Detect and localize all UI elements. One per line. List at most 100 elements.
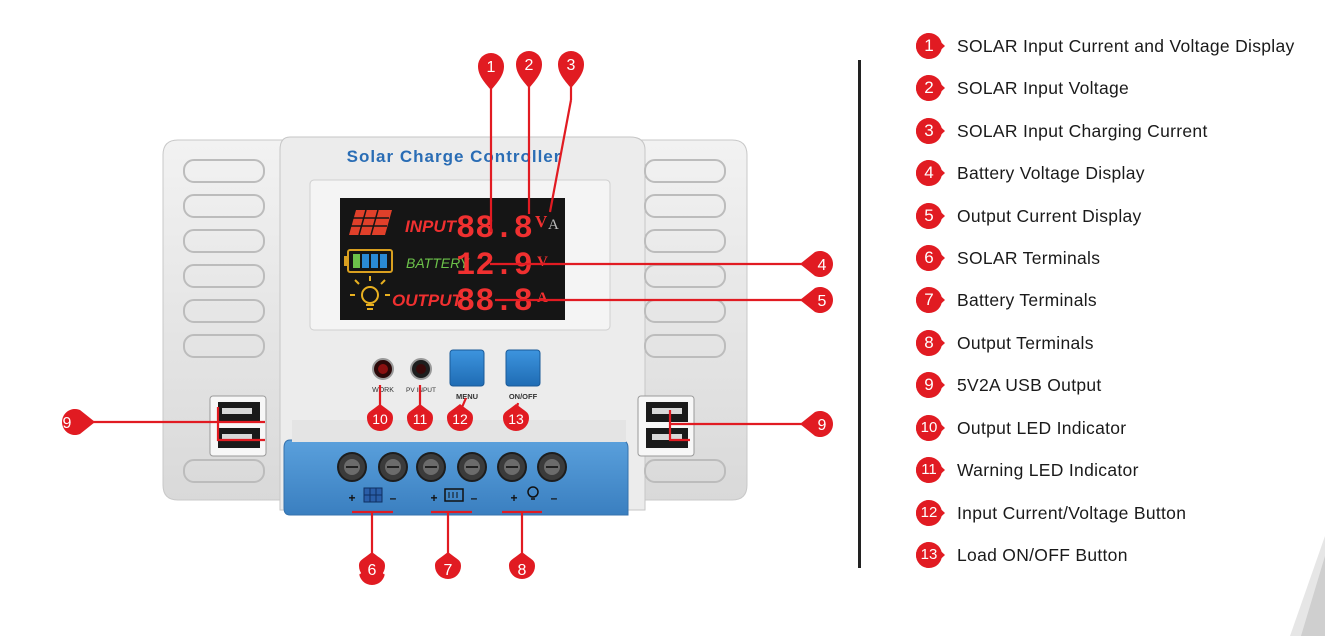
callout-badge-icon: 12 xyxy=(915,499,955,527)
legend-item: 13 Load ON/OFF Button xyxy=(915,541,1128,569)
legend-number: 10 xyxy=(920,419,938,436)
lcd-input-unit-v: V xyxy=(535,212,548,231)
legend-label: Battery Terminals xyxy=(957,289,1097,310)
solar-minus-sign: – xyxy=(390,491,397,505)
legend-number: 4 xyxy=(924,163,934,182)
callout-badge-icon: 4 xyxy=(915,159,955,187)
solar-panel-small-icon xyxy=(363,487,383,503)
callout-badge-icon: 10 xyxy=(915,414,955,442)
battery-icon xyxy=(344,249,393,273)
legend-item: 4 Battery Voltage Display xyxy=(915,159,1145,187)
legend-number: 13 xyxy=(920,546,938,563)
usb-port-right xyxy=(637,395,695,457)
solar-plus-sign: + xyxy=(348,491,355,505)
onoff-button[interactable] xyxy=(505,349,541,387)
lcd-battery-unit: V xyxy=(537,254,548,270)
legend-label: Warning LED Indicator xyxy=(957,459,1139,480)
lcd-input-unit-a: A xyxy=(548,217,559,233)
onoff-button-label: ON/OFF xyxy=(509,392,538,401)
callout-12: 12 xyxy=(452,411,468,427)
battery-terminal-plus xyxy=(416,452,446,482)
legend-label: SOLAR Input Current and Voltage Display xyxy=(957,35,1295,56)
callout-badge-icon: 9 xyxy=(915,371,955,399)
lcd-battery-label: BATTERY xyxy=(406,255,471,271)
legend-label: Output Current Display xyxy=(957,205,1142,226)
legend-number: 5 xyxy=(924,206,934,225)
legend-number: 7 xyxy=(924,290,934,309)
callout-6: 6 xyxy=(368,562,377,579)
device-title: Solar Charge Controller xyxy=(347,147,562,166)
callout-3: 3 xyxy=(567,57,576,74)
legend-number: 3 xyxy=(924,121,934,140)
left-fins xyxy=(183,159,265,483)
battery-minus-sign: – xyxy=(471,491,478,505)
legend-label: Load ON/OFF Button xyxy=(957,544,1128,565)
legend-item: 12 Input Current/Voltage Button xyxy=(915,499,1186,527)
legend-label: SOLAR Input Charging Current xyxy=(957,120,1208,141)
solar-terminal-plus xyxy=(337,452,367,482)
callout-11: 11 xyxy=(413,411,428,427)
legend-item: 11 Warning LED Indicator xyxy=(915,456,1139,484)
menu-button[interactable] xyxy=(449,349,485,387)
work-led xyxy=(372,358,394,380)
output-terminal-plus xyxy=(497,452,527,482)
callout-pins-bottom-upper xyxy=(367,404,529,431)
callout-4: 4 xyxy=(818,257,827,274)
legend-item: 1 SOLAR Input Current and Voltage Display xyxy=(915,32,1295,60)
output-terminal-minus xyxy=(537,452,567,482)
lcd-output-digits: 88.8 xyxy=(456,283,533,320)
callout-pins-top xyxy=(359,51,584,585)
legend-item: 10 Output LED Indicator xyxy=(915,414,1126,442)
lcd-output-label: OUTPUT xyxy=(392,291,464,310)
legend-label: 5V2A USB Output xyxy=(957,374,1102,395)
lightbulb-icon xyxy=(350,276,390,310)
legend-item: 8 Output Terminals xyxy=(915,329,1094,357)
menu-button-label: MENU xyxy=(456,392,478,401)
legend-label: Output Terminals xyxy=(957,332,1094,353)
lcd-output-unit: A xyxy=(537,290,548,306)
legend-label: Output LED Indicator xyxy=(957,417,1127,438)
output-minus-sign: – xyxy=(551,491,558,505)
legend-label: Battery Voltage Display xyxy=(957,162,1145,183)
callout-9-right: 9 xyxy=(818,417,827,434)
divider-line xyxy=(858,60,861,568)
legend-item: 5 Output Current Display xyxy=(915,202,1142,230)
callout-1: 1 xyxy=(487,59,496,76)
legend-label: SOLAR Terminals xyxy=(957,247,1101,268)
lcd-battery-digits: 12.9 xyxy=(456,247,533,284)
callout-badge-icon: 13 xyxy=(915,541,955,569)
legend-label: Input Current/Voltage Button xyxy=(957,502,1187,523)
callout-badge-icon: 7 xyxy=(915,286,955,314)
leader-lines xyxy=(90,80,808,560)
legend-number: 6 xyxy=(924,248,934,267)
callout-9-left: 9 xyxy=(63,415,72,432)
bulb-small-icon xyxy=(527,486,539,500)
right-fins xyxy=(644,159,726,483)
battery-terminal-minus xyxy=(457,452,487,482)
callout-badge-icon: 2 xyxy=(915,74,955,102)
legend-number: 12 xyxy=(920,504,938,521)
legend-number: 2 xyxy=(924,78,934,97)
battery-plus-sign: + xyxy=(430,491,437,505)
lcd-input-label: INPUT xyxy=(405,217,458,236)
callout-badge-icon: 1 xyxy=(915,32,955,60)
callout-pins-side xyxy=(61,250,834,437)
terminal-screws xyxy=(337,452,567,482)
legend-number: 1 xyxy=(924,36,934,55)
legend-item: 6 SOLAR Terminals xyxy=(915,244,1100,272)
callout-10: 10 xyxy=(372,411,388,427)
legend-number: 11 xyxy=(921,461,937,478)
callout-badge-icon: 11 xyxy=(915,456,955,484)
callout-8: 8 xyxy=(518,562,527,579)
callout-badge-icon: 6 xyxy=(915,244,955,272)
solar-panel-icon xyxy=(349,209,392,236)
legend-number: 8 xyxy=(924,333,934,352)
solar-terminal-minus xyxy=(378,452,408,482)
callout-badge-icon: 3 xyxy=(915,117,955,145)
work-led-label: WORK xyxy=(372,387,394,394)
pv-input-led xyxy=(410,358,432,380)
corner-decoration xyxy=(1290,536,1325,636)
